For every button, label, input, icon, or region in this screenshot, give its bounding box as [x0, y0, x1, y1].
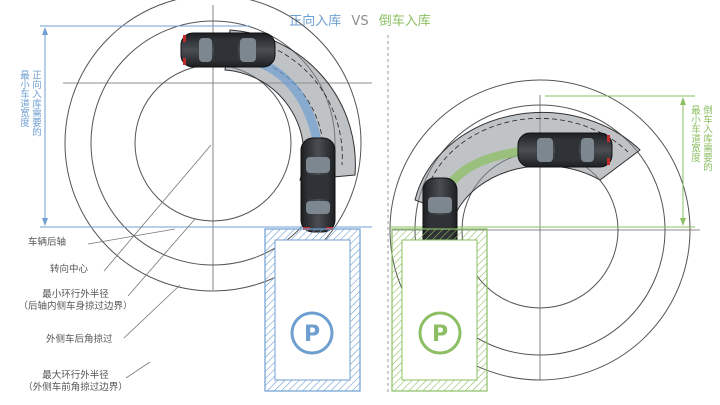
title-vs: VS [351, 14, 369, 29]
label-rear-axle: 车辆后轴 [28, 237, 67, 248]
right-parking-sign [418, 311, 462, 355]
label-max-radius-line1: 最大环行外半径 [42, 370, 109, 381]
left-lane-width-line1: 正向入库需要的 [30, 70, 41, 137]
left-parking-letter: P [304, 322, 320, 347]
left-lane-width-line2: 最小车道宽度 [18, 70, 29, 127]
right-lane-width-line1: 倒车入库需要的 [701, 105, 712, 172]
left-lane-width-label: 正向入库需要的 最小车道宽度 [17, 70, 41, 137]
label-min-radius-line1: 最小环行外半径 [42, 289, 109, 300]
right-lane-width-label: 倒车入库需要的 最小车道宽度 [688, 105, 712, 172]
label-turn-center: 转向中心 [50, 264, 89, 275]
label-outer-rear-corner: 外侧车后角掠过 [46, 334, 113, 345]
label-max-radius: 最大环行外半径 （外侧车前角掠过边界） [8, 370, 143, 394]
title-reverse-parking: 倒车入库 [378, 14, 431, 29]
left-turning-circles [63, 0, 372, 292]
right-parking-letter: P [432, 322, 448, 347]
left-car-end [300, 137, 336, 233]
left-parking-inner [274, 239, 351, 381]
label-min-radius: 最小环行外半径 （后轴内侧车身掠过边界） [8, 289, 143, 313]
right-parking-inner [401, 239, 478, 381]
label-min-radius-line2: （后轴内侧车身掠过边界） [18, 301, 133, 312]
right-car-start [517, 132, 613, 168]
left-parking-sign [290, 311, 334, 355]
leader-lines [87, 144, 212, 379]
left-car-start [180, 32, 276, 68]
label-max-radius-line2: （外侧车前角掠过边界） [23, 382, 128, 393]
right-lane-width-line2: 最小车道宽度 [689, 105, 700, 162]
